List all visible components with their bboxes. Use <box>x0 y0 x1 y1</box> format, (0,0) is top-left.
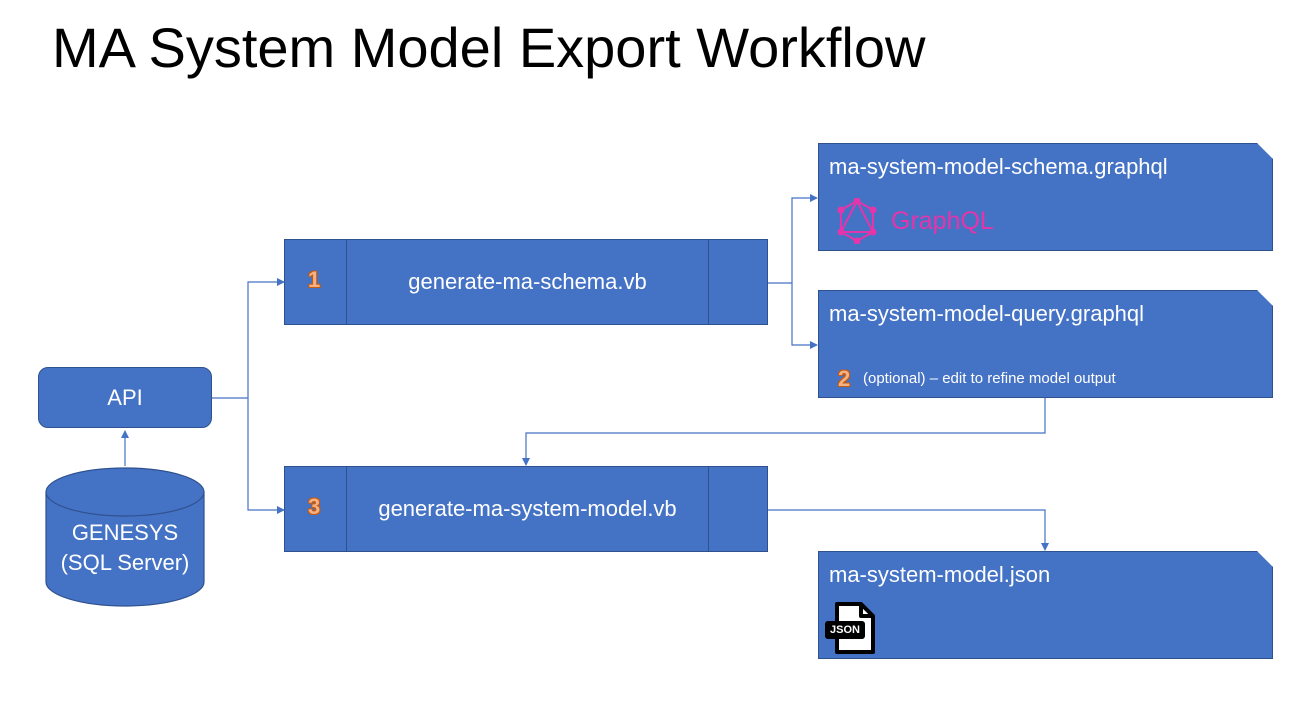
process-right-divider <box>708 467 709 551</box>
page-title: MA System Model Export Workflow <box>52 16 926 79</box>
step3-to-json-arrow <box>768 509 1049 551</box>
database-name: GENESYS <box>71 520 179 545</box>
process-left-divider <box>346 240 347 324</box>
step1-number: 1 <box>308 267 321 292</box>
api-to-step3-arrow <box>247 398 285 514</box>
model-file-box[interactable]: ma-system-model.json JSON <box>818 551 1273 659</box>
query-note: (optional) – edit to refine model output <box>863 370 1116 387</box>
step3-label: generate-ma-system-model.vb <box>378 496 677 521</box>
graphql-logo-text: GraphQL <box>891 207 994 235</box>
schema-file-box[interactable]: ma-system-model-schema.graphql GraphQL <box>818 143 1273 251</box>
step2-number: 2 <box>838 366 851 391</box>
model-filename: ma-system-model.json <box>829 562 1051 587</box>
api-label: API <box>107 384 143 410</box>
json-icon-text: JSON <box>830 624 860 636</box>
step1-label: generate-ma-schema.vb <box>408 269 647 294</box>
process-right-divider <box>708 240 709 324</box>
schema-filename: ma-system-model-schema.graphql <box>829 154 1168 179</box>
step1-to-schema-arrow <box>768 194 818 284</box>
query-file-box[interactable]: ma-system-model-query.graphql 2 (optiona… <box>818 290 1273 398</box>
query-to-step3-arrow <box>522 398 1046 466</box>
step1-to-query-arrow <box>791 283 818 349</box>
query-filename: ma-system-model-query.graphql <box>829 301 1145 326</box>
database-engine: (SQL Server) <box>60 550 190 575</box>
process-left-divider <box>346 467 347 551</box>
database-label: GENESYS (SQL Server) <box>46 518 204 578</box>
json-file-icon: JSON <box>823 600 875 656</box>
step3-number: 3 <box>308 494 321 519</box>
api-box[interactable]: API <box>38 367 212 428</box>
graphql-logo-icon <box>837 198 877 249</box>
step1-process-box[interactable]: 1 generate-ma-schema.vb <box>284 239 768 325</box>
step3-process-box[interactable]: 3 generate-ma-system-model.vb <box>284 466 768 552</box>
api-to-step1-arrow <box>212 278 285 399</box>
